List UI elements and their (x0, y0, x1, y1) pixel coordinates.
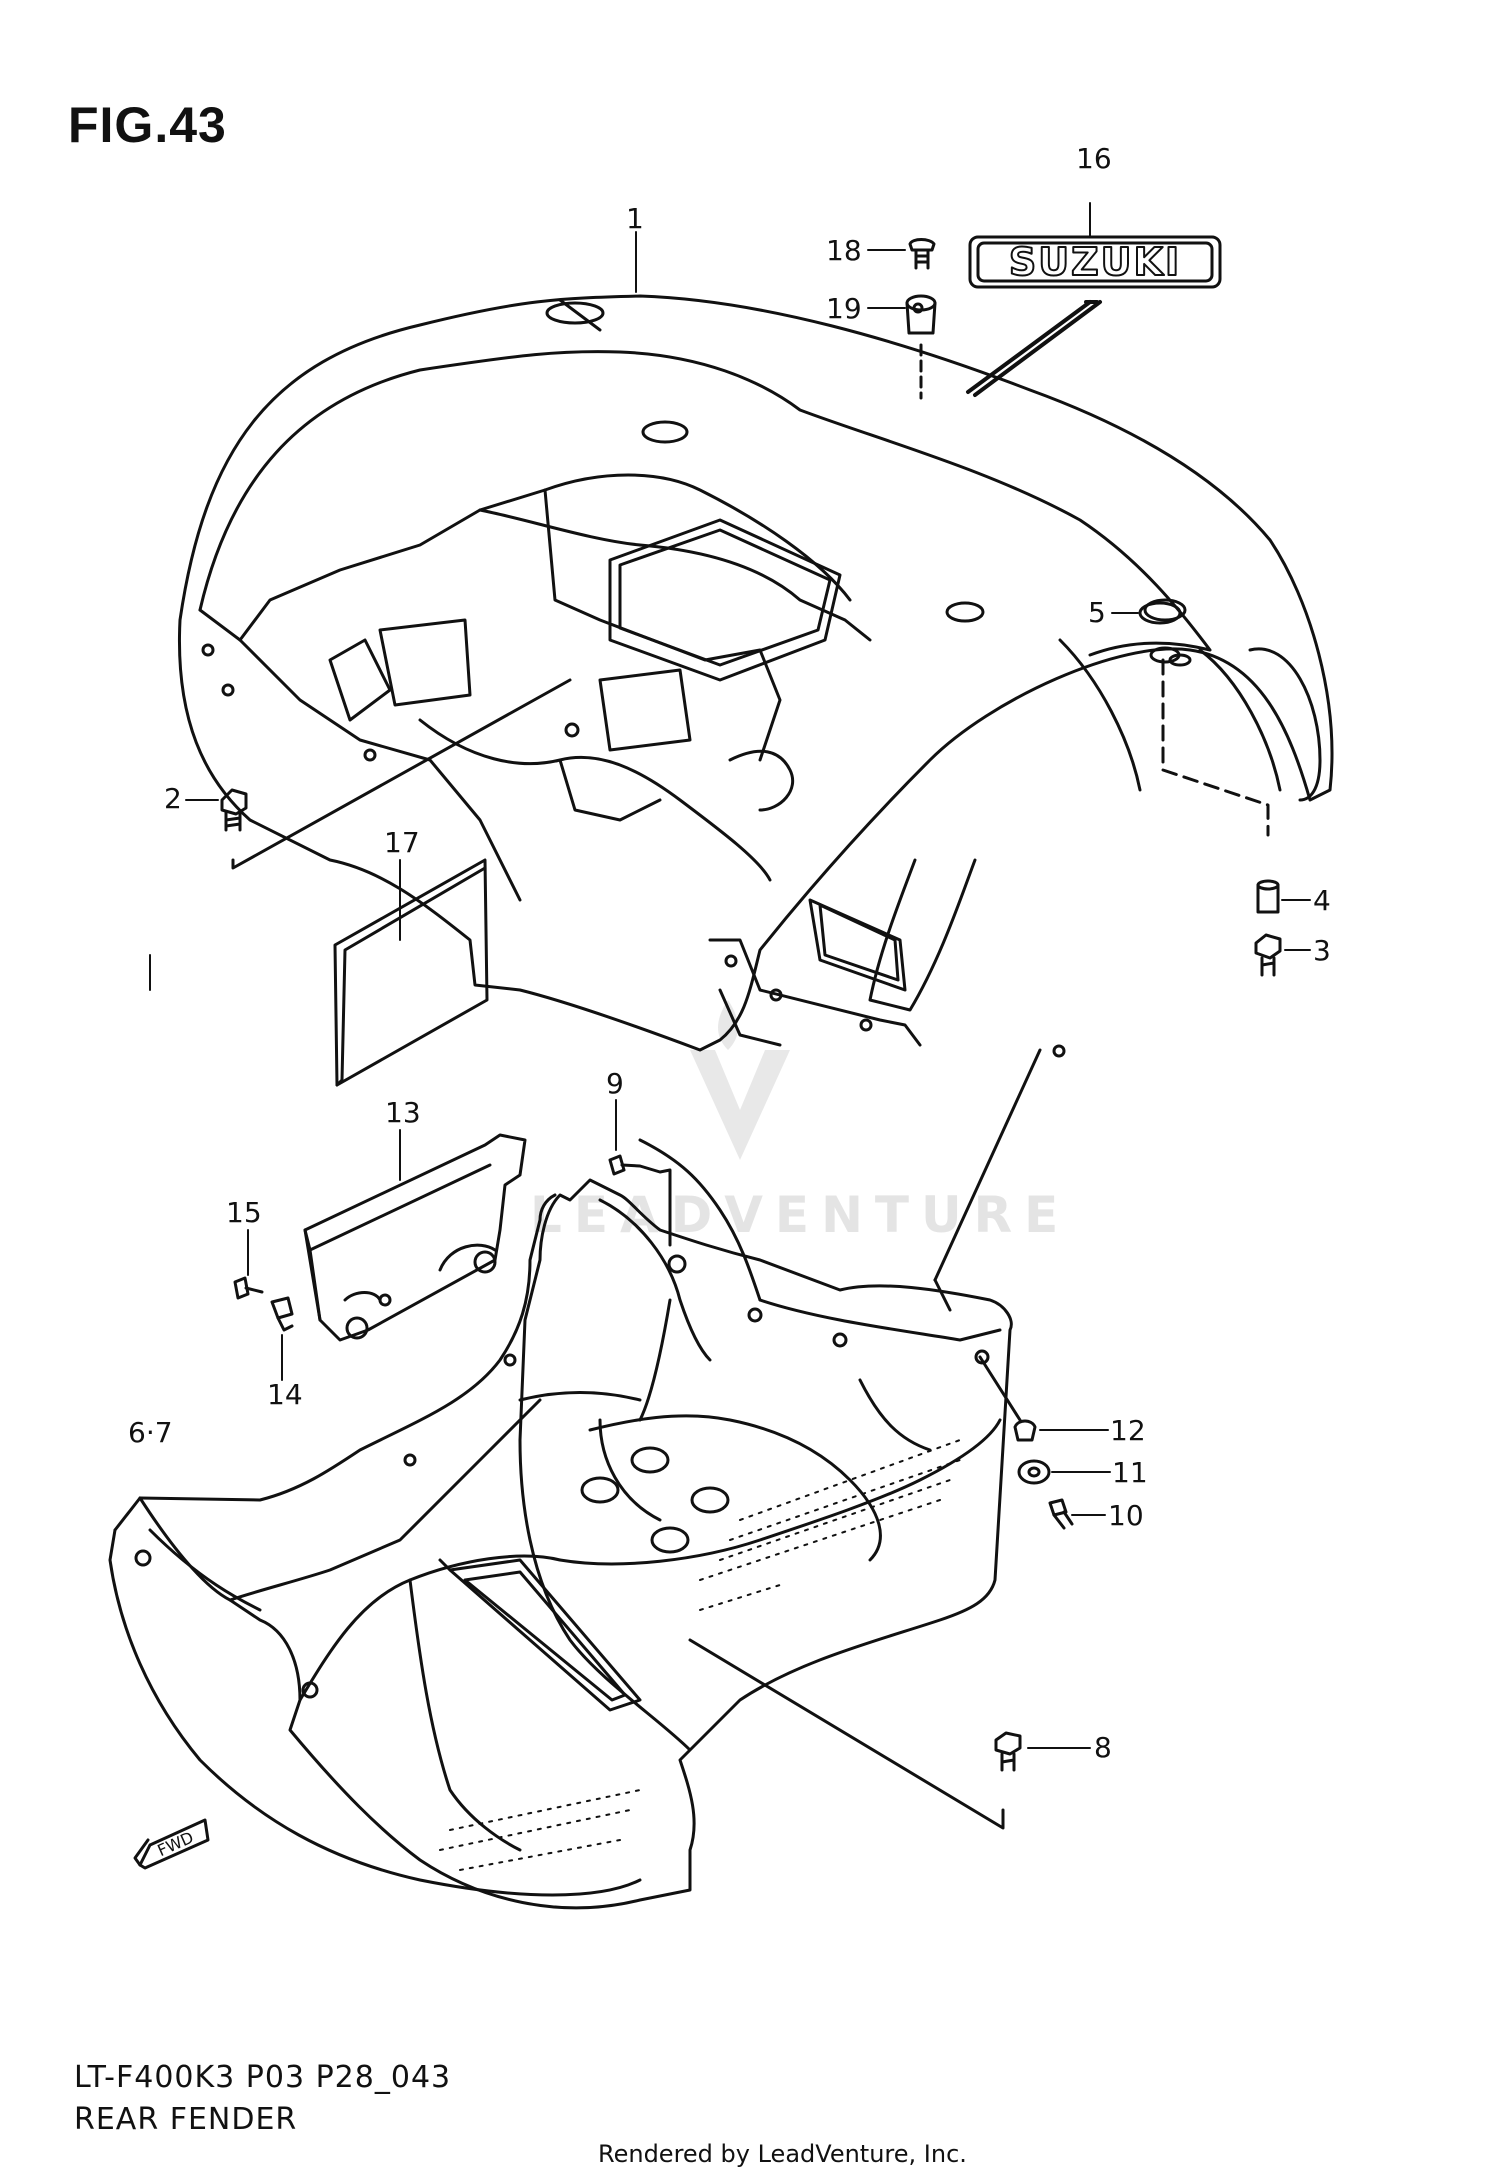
part-15-screw (233, 1276, 264, 1300)
part-14-clip (270, 1296, 294, 1332)
callout-14: 14 (267, 1378, 303, 1411)
callout-19: 19 (826, 292, 862, 325)
leader-lines (149, 202, 1311, 1749)
part-6-7-lower-fender (108, 1138, 1013, 1910)
callout-17: 17 (384, 826, 420, 859)
part-13-plate (303, 1133, 527, 1342)
part-11-washer (1017, 1459, 1051, 1485)
figure-title: FIG.43 (68, 97, 227, 153)
callout-15: 15 (226, 1196, 262, 1229)
part-3-bolt (1254, 933, 1282, 977)
callout-18: 18 (826, 234, 862, 267)
callout-9: 9 (606, 1067, 624, 1100)
emblem-text: SUZUKI (1009, 240, 1181, 284)
callout-labels: 1 2 3 4 5 6·7 8 9 10 11 12 13 14 15 16 1… (128, 142, 1331, 1764)
part-9-screw (608, 1154, 672, 1247)
callout-2: 2 (164, 782, 182, 815)
callout-16: 16 (1076, 142, 1112, 175)
callout-6-7: 6·7 (128, 1416, 173, 1449)
part-2-bolt (220, 678, 572, 870)
part-12-grommet (978, 1355, 1037, 1442)
part-18-screw (908, 238, 936, 270)
callout-3: 3 (1313, 934, 1331, 967)
part-19-grommet (905, 294, 937, 400)
fwd-arrow-icon: FWD (133, 1818, 210, 1870)
callout-13: 13 (385, 1096, 421, 1129)
part-1-upper-fender (177, 294, 1334, 1058)
part-4-collar (1161, 658, 1280, 914)
figure-caption: REAR FENDER (74, 2102, 298, 2137)
callout-10: 10 (1108, 1499, 1144, 1532)
part-16-emblem (966, 235, 1222, 397)
watermark-text: LEADVENTURE (530, 1186, 1070, 1244)
part-8-bolt (688, 1638, 1022, 1830)
callout-12: 12 (1110, 1414, 1146, 1447)
part-10-screw (1048, 1498, 1074, 1530)
callout-4: 4 (1313, 884, 1331, 917)
rendered-by-credit: Rendered by LeadVenture, Inc. (598, 2140, 967, 2168)
part-17-label (333, 858, 489, 1087)
model-code: LT-F400K3 P03 P28_043 (74, 2060, 452, 2095)
callout-5: 5 (1088, 596, 1106, 629)
callout-11: 11 (1112, 1456, 1148, 1489)
footwell-tread-dots (439, 1439, 961, 1871)
part-5-grommet (1138, 601, 1182, 625)
callout-1: 1 (626, 202, 644, 235)
callout-8: 8 (1094, 1731, 1112, 1764)
